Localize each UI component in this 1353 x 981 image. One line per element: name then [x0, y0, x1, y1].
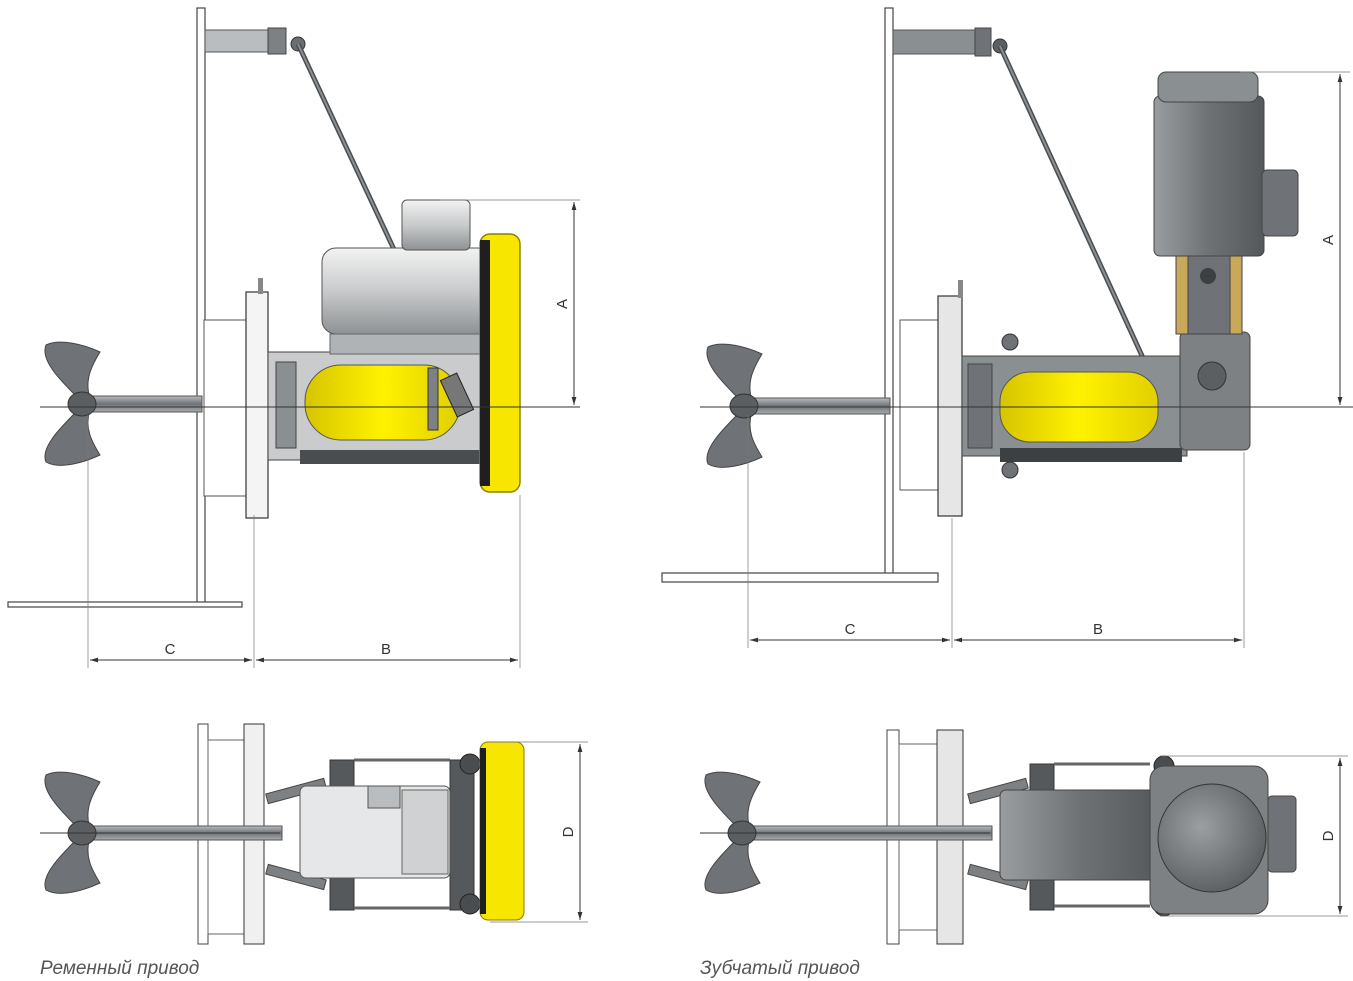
propeller-upper-blade	[44, 771, 101, 829]
mount-flange	[245, 291, 269, 519]
propeller-lower-blade	[706, 411, 763, 468]
belt-drive-side-view: A C B	[7, 7, 580, 668]
dim-label-c: C	[165, 641, 176, 658]
gear-head	[1179, 331, 1251, 451]
stand-base	[661, 572, 939, 583]
mount-plate	[899, 319, 939, 491]
dim-label-d: D	[560, 826, 577, 837]
propeller-upper-blade	[706, 343, 763, 401]
dim-label-b: B	[1093, 621, 1103, 638]
yellow-end-cover	[479, 741, 525, 921]
propeller-lower-blade	[44, 837, 101, 894]
gear-housing	[999, 789, 1161, 881]
stand-base	[7, 601, 243, 608]
motor-fan-cover	[1157, 71, 1259, 103]
dim-label-a: A	[554, 299, 571, 309]
shaft	[741, 397, 891, 415]
caption-belt-drive: Ременный привод	[40, 958, 200, 979]
propeller-upper-blade	[704, 771, 761, 829]
propeller-upper-blade	[44, 341, 101, 399]
motor-body	[321, 247, 493, 335]
belt-drive-top-view: D	[40, 723, 588, 945]
motor-terminal-box	[1261, 169, 1299, 237]
dim-label-b: B	[381, 641, 391, 658]
shaft	[81, 395, 203, 413]
gear-drive-side-view: A C B	[661, 7, 1353, 648]
dim-label-d: D	[1320, 830, 1337, 841]
wall-bracket	[892, 29, 984, 55]
stand-post	[884, 7, 894, 577]
motor-terminal-box	[401, 199, 471, 251]
stand-post	[196, 7, 206, 607]
dim-label-c: C	[845, 621, 856, 638]
propeller-lower-blade	[704, 837, 761, 894]
dim-label-a: A	[1320, 235, 1337, 245]
motor-body	[1153, 95, 1265, 257]
motor-fan-cover	[1157, 783, 1267, 893]
wall-bracket	[204, 29, 278, 53]
mount-plate	[203, 319, 247, 497]
mount-flange	[937, 295, 963, 517]
propeller-lower-blade	[44, 409, 101, 466]
gear-drive-top-view: D	[700, 729, 1348, 945]
frame-plate-rear	[449, 759, 475, 911]
motor-terminal-box	[1267, 795, 1297, 873]
caption-gear-drive: Зубчатый привод	[700, 958, 860, 979]
